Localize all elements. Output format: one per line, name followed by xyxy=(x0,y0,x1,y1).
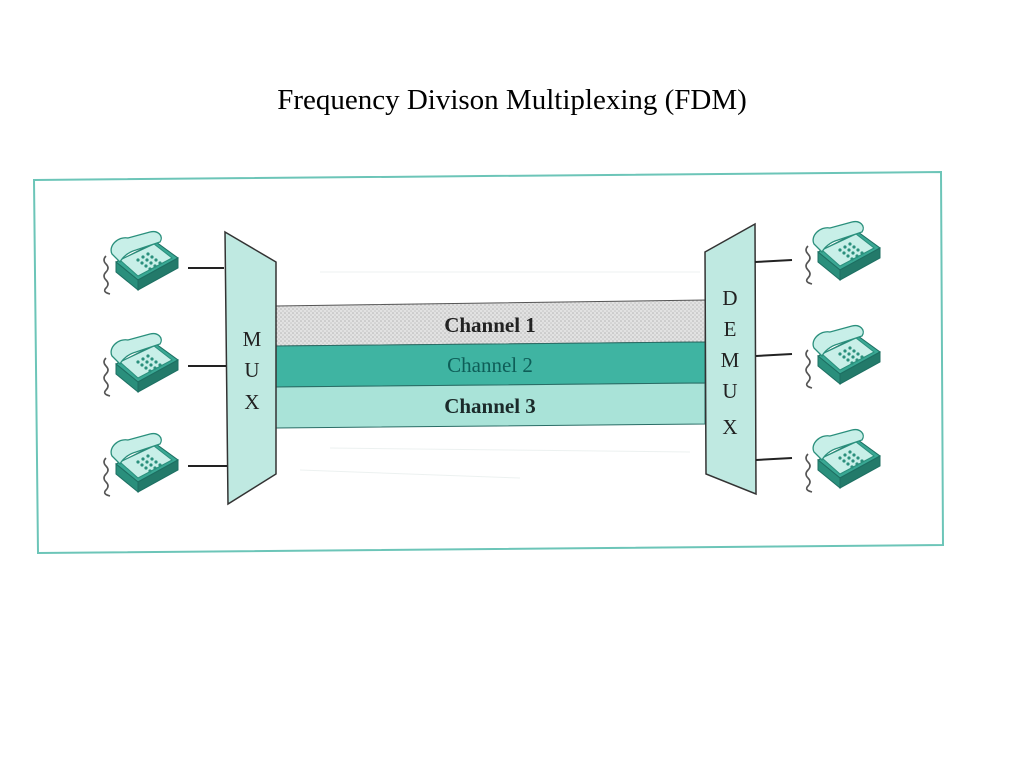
right-connectors xyxy=(754,259,793,461)
mux-letter: M xyxy=(243,327,262,351)
left-connectors xyxy=(188,267,227,467)
channel-2-label: Channel 2 xyxy=(447,353,533,377)
scan-noise xyxy=(299,271,700,479)
demux-block: D E M U X xyxy=(704,222,757,496)
channel-1-label: Channel 1 xyxy=(444,313,536,337)
mux-block: M U X xyxy=(224,230,277,506)
demux-letter: M xyxy=(721,348,740,372)
demux-letter: D xyxy=(722,286,737,310)
page-title: Frequency Divison Multiplexing (FDM) xyxy=(277,84,747,116)
mux-letter: X xyxy=(244,390,259,414)
channel-3-label: Channel 3 xyxy=(444,394,536,418)
demux-letter: U xyxy=(722,379,737,403)
demux-letter: X xyxy=(722,415,737,439)
mux-letter: U xyxy=(244,358,259,382)
demux-letter: E xyxy=(724,317,737,341)
